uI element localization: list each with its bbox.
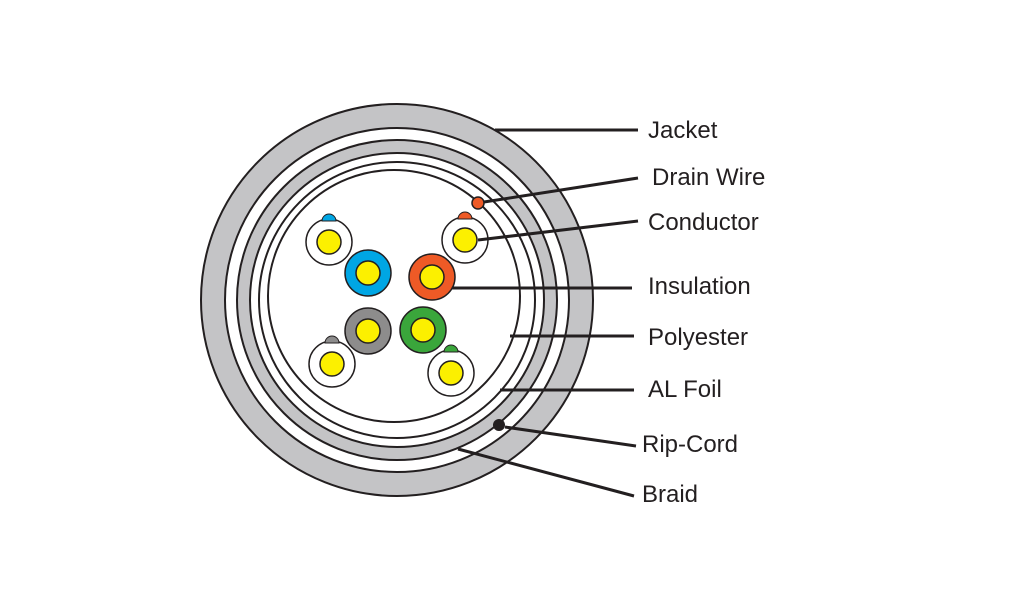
pair-shield-bottom-left — [308, 335, 356, 388]
pair-shield-top-left — [305, 213, 353, 266]
insulated-conductor-blue — [344, 249, 392, 297]
pair-shield-bottom-right — [427, 344, 475, 397]
drain-wire-dot — [471, 196, 485, 210]
conductor-leader — [477, 219, 639, 242]
drain-wire-leader — [483, 176, 639, 204]
conductor-label: Conductor — [648, 209, 759, 236]
jacket-label: Jacket — [648, 117, 718, 144]
conductor-top-left — [316, 229, 342, 255]
insulation-label: Insulation — [648, 273, 751, 300]
al-foil-label: AL Foil — [648, 376, 722, 403]
insulated-conductor-orange — [408, 253, 456, 301]
rip-cord-label: Rip-Cord — [642, 431, 738, 458]
conductor-bottom-left — [319, 351, 345, 377]
drain-wire-label: Drain Wire — [652, 164, 765, 191]
conductor-bottom-right — [438, 360, 464, 386]
polyester-label: Polyester — [648, 324, 748, 351]
rip-cord-leader — [504, 425, 637, 448]
rip-cord-dot — [493, 419, 505, 431]
braid-leader — [457, 447, 635, 498]
braid-label: Braid — [642, 481, 698, 508]
insulated-conductor-grey — [344, 307, 392, 355]
insulated-conductor-green — [399, 306, 447, 354]
conductor-top-right — [452, 227, 478, 253]
